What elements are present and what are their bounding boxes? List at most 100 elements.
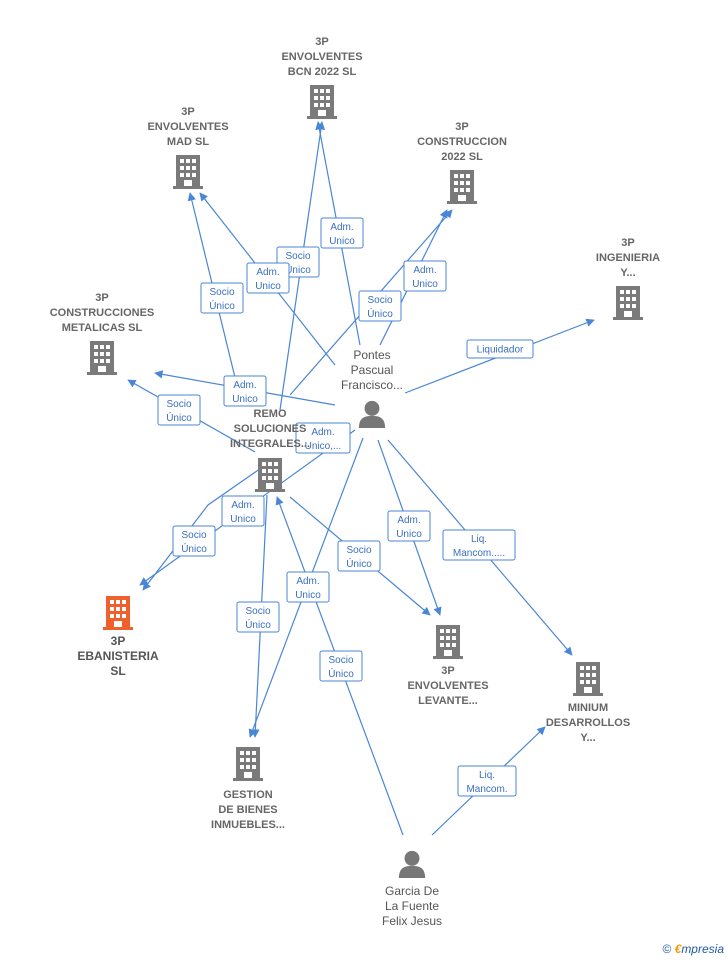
edge-label-text: Adm. — [330, 222, 353, 233]
edge-label-text: Socio — [245, 606, 270, 617]
building-icon — [433, 625, 463, 659]
edge-label-text: Socio — [367, 295, 392, 306]
node-label-line: SL — [110, 664, 125, 678]
node-label-line: CONSTRUCCIONES — [50, 307, 155, 319]
edge-label-text: Unico — [232, 394, 258, 405]
node-label-line: MINIUM — [568, 702, 608, 714]
node-label-line: SOLUCIONES — [234, 423, 307, 435]
edge-label-tag[interactable]: Adm. Unico — [320, 217, 364, 249]
edge-label-box — [200, 282, 244, 314]
edge-labels: Adm.UnicoSocioÚnicoAdm.UnicoSocioÚnicoAd… — [157, 217, 534, 797]
node-label-line: Francisco... — [341, 378, 403, 392]
edge-label-text: Único — [181, 542, 207, 555]
node-label-line: Y... — [620, 267, 635, 279]
building-icon — [613, 286, 643, 320]
edge-label-tag[interactable]: Adm. Unico — [387, 510, 431, 542]
building-icon — [87, 341, 117, 375]
node-envolventes-levante[interactable]: 3PENVOLVENTESLEVANTE... — [407, 625, 489, 707]
edge-label-text: Adm. — [311, 427, 334, 438]
node-label-line: METALICAS SL — [62, 322, 143, 334]
edge-label-box — [246, 262, 290, 294]
edge-remo-ebanisteria — [142, 465, 265, 591]
edge-label-text: Adm. — [231, 500, 254, 511]
node-label-line: La Fuente — [385, 899, 439, 913]
empresia-watermark: © €mpresia — [662, 942, 724, 956]
copyright-symbol: © — [662, 942, 672, 956]
edge-label-tag[interactable]: Liq.Mancom. — [457, 765, 517, 797]
person-icon — [398, 850, 426, 878]
edge-label-box — [172, 525, 216, 557]
node-label-line: INGENIERIA — [596, 252, 660, 264]
edge-label-text: Socio — [166, 399, 191, 410]
edge-label-tag[interactable]: Adm. Unico — [246, 262, 290, 294]
node-label-line: Felix Jesus — [382, 914, 442, 928]
edge-label-box — [442, 529, 516, 561]
empresia-logo-e: € — [674, 942, 682, 956]
empresia-logo-text: mpresia — [681, 942, 724, 956]
edge-label-text: Adm. — [413, 265, 436, 276]
node-label-line: EBANISTERIA — [77, 649, 159, 663]
edge-label-text: Adm. — [233, 380, 256, 391]
edge-label-text: Único — [367, 307, 393, 320]
edge-label-text: Unico — [255, 281, 281, 292]
edge-label-box — [337, 540, 381, 572]
edge-label-box — [157, 394, 201, 426]
edge-label-tag[interactable]: Liq.Mancom..... — [442, 529, 516, 561]
edge-label-text: Único — [346, 557, 372, 570]
node-label-line: 3P — [181, 106, 194, 118]
node-label-line: Garcia De — [385, 884, 439, 898]
edge-label-tag[interactable]: Adm. Unico — [221, 495, 265, 527]
node-label-line: BCN 2022 SL — [288, 66, 357, 78]
edge-label-box — [320, 217, 364, 249]
node-label-line: 3P — [621, 237, 634, 249]
person-icon — [358, 400, 386, 428]
edge-label-text: Adm. — [397, 515, 420, 526]
edge-label-tag[interactable]: Adm.Unico — [403, 260, 447, 292]
node-label-line: DESARROLLOS — [546, 717, 630, 729]
node-label-line: Pontes — [353, 348, 390, 362]
node-minium[interactable]: MINIUMDESARROLLOSY... — [546, 662, 630, 744]
edge-label-tag[interactable]: Liquidador — [466, 339, 534, 359]
edge-label-text: Adm. — [296, 576, 319, 587]
node-pontes[interactable]: PontesPascualFrancisco... — [341, 348, 403, 428]
edge-label-box — [387, 510, 431, 542]
edge-label-text: Adm. — [256, 267, 279, 278]
node-label-line: INTEGRALES... — [230, 438, 310, 450]
node-remo[interactable]: REMOSOLUCIONESINTEGRALES... — [230, 408, 310, 492]
node-label-line: 3P — [111, 634, 126, 648]
edge-label-text: Socio — [181, 530, 206, 541]
node-label-line: ENVOLVENTES — [281, 51, 362, 63]
node-ingenieria[interactable]: 3P INGENIERIA Y... — [596, 237, 660, 320]
edge-label-box — [221, 495, 265, 527]
edge-label-text: Liq. — [471, 534, 487, 545]
edge-label-text: Unico — [329, 236, 355, 247]
edge-label-text: Unico — [295, 590, 321, 601]
edge-label-box — [236, 601, 280, 633]
edge-label-box — [457, 765, 517, 797]
edge-label-tag[interactable]: Adm.Unico,... — [295, 422, 351, 454]
edge-label-tag[interactable]: Adm. Unico — [223, 375, 267, 407]
edge-label-text: Unico — [396, 529, 422, 540]
building-icon — [573, 662, 603, 696]
node-label-line: GESTION — [223, 789, 273, 801]
node-label-line: ENVOLVENTES — [147, 121, 228, 133]
edge-label-tag[interactable]: Adm. Unico — [286, 571, 330, 603]
edge-label-text: Unico — [230, 514, 256, 525]
node-label-line: ENVOLVENTES — [407, 680, 488, 692]
